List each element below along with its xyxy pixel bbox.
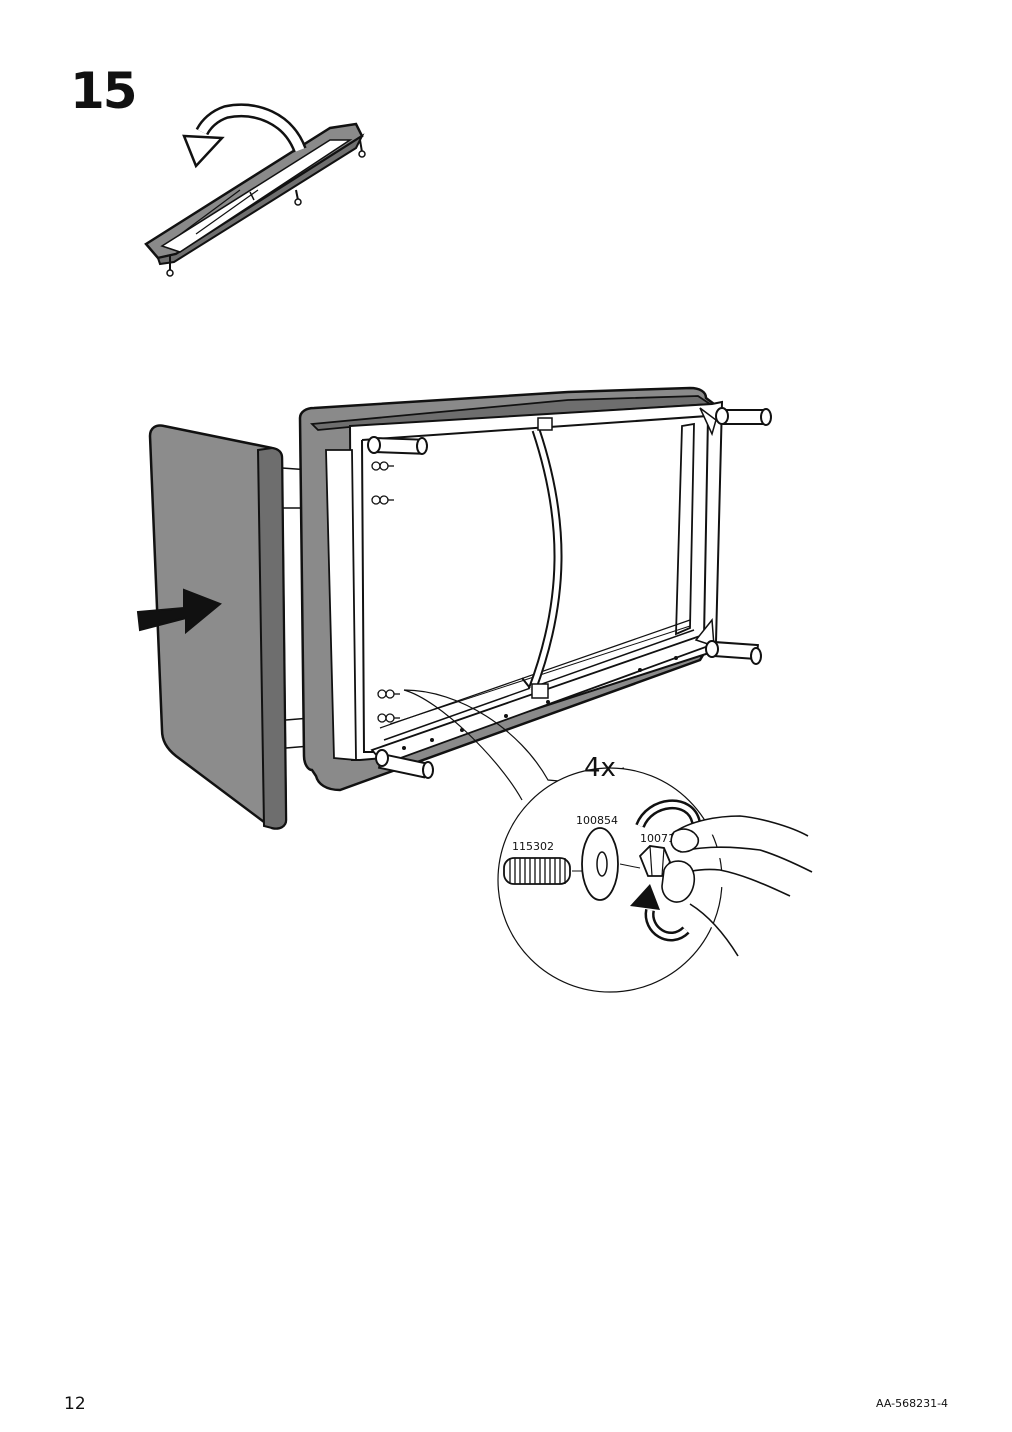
part-label-washer: 100854	[576, 814, 618, 827]
step-number: 15	[70, 62, 138, 120]
flip-arrow-icon	[182, 103, 307, 169]
part-label-bolt: 115302	[512, 840, 554, 853]
side-panel	[148, 424, 288, 830]
flip-seat-illustration	[144, 122, 366, 277]
frame-legs	[367, 407, 772, 779]
document-code: AA-568231-4	[876, 1397, 949, 1410]
rotate-arrow-icon	[630, 799, 701, 942]
sofa-frame	[298, 386, 724, 792]
push-arrow-icon	[136, 588, 222, 635]
frame-fasteners	[371, 461, 400, 723]
page-number: 12	[64, 1394, 86, 1414]
hand-illustration	[661, 815, 813, 957]
bolt-icon	[503, 857, 584, 885]
washer-icon	[581, 827, 641, 901]
quantity-label: 4x	[584, 753, 616, 783]
nut-icon	[638, 845, 672, 877]
